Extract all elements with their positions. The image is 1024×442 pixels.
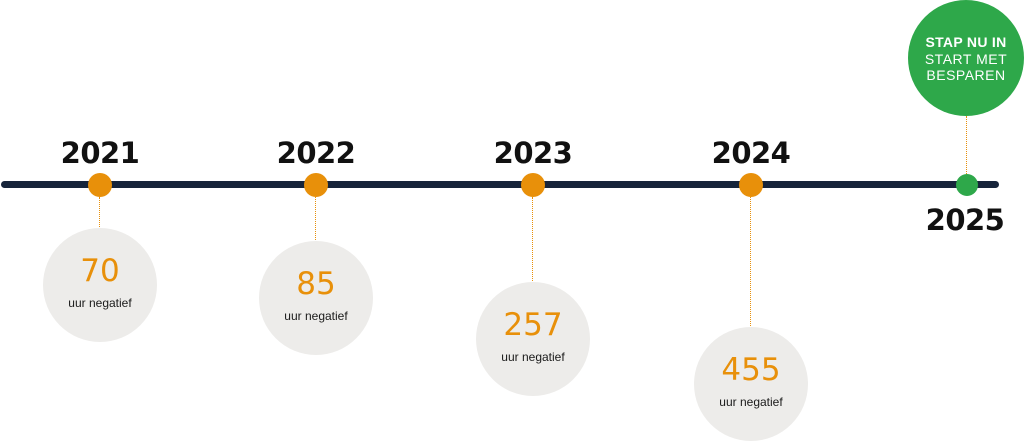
final-dot-2025 [956,174,978,196]
value-2021: 70 [80,253,120,289]
timeline-axis [1,181,999,188]
year-label-2023: 2023 [493,136,573,170]
value-2024: 455 [721,352,781,388]
year-label-2025: 2025 [925,203,1005,237]
connector-2023 [532,197,533,281]
unit-2021: uur negatief [68,296,132,310]
value-2022: 85 [296,266,336,302]
year-label-2021: 2021 [60,136,140,170]
value-bubble-2022: 85 uur negatief [259,241,373,355]
cta-line-3: BESPAREN [926,67,1006,83]
connector-2022 [315,197,316,240]
unit-2024: uur negatief [719,395,783,409]
connector-2024 [750,197,751,326]
connector-2025 [966,116,967,174]
milestone-dot-2023 [521,173,545,197]
cta-circle[interactable]: STAP NU IN START MET BESPAREN [908,0,1024,116]
unit-2023: uur negatief [501,350,565,364]
cta-line-1: STAP NU IN [925,34,1007,50]
value-bubble-2023: 257 uur negatief [476,282,590,396]
cta-line-2: START MET [924,51,1008,67]
year-label-2022: 2022 [276,136,356,170]
year-label-2024: 2024 [711,136,791,170]
milestone-dot-2022 [304,173,328,197]
value-bubble-2024: 455 uur negatief [694,327,808,441]
value-bubble-2021: 70 uur negatief [43,228,157,342]
milestone-dot-2021 [88,173,112,197]
connector-2021 [99,197,100,227]
value-2023: 257 [503,307,563,343]
unit-2022: uur negatief [284,309,348,323]
milestone-dot-2024 [739,173,763,197]
